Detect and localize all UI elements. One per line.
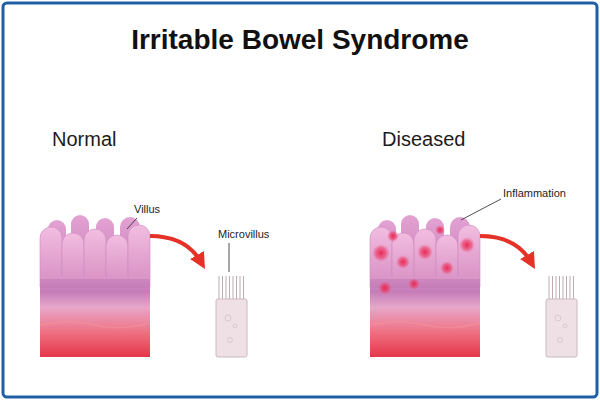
panel-heading: Normal — [52, 128, 116, 151]
leader-lines — [127, 199, 501, 272]
frame-border — [3, 3, 597, 397]
part-label: Villus — [134, 203, 160, 216]
zoom-arrow — [480, 236, 531, 262]
panel-heading: Diseased — [382, 128, 465, 151]
microvillus-cell — [546, 276, 577, 357]
normal-tissue — [40, 215, 150, 357]
diseased-tissue — [370, 215, 480, 357]
inflammation-spots — [372, 225, 475, 295]
part-label: Microvillus — [218, 228, 269, 241]
diagram-title: Irritable Bowel Syndrome — [131, 24, 469, 56]
microvillus-cell — [216, 276, 247, 357]
part-label: Inflammation — [503, 187, 566, 200]
zoom-arrow — [150, 236, 201, 262]
